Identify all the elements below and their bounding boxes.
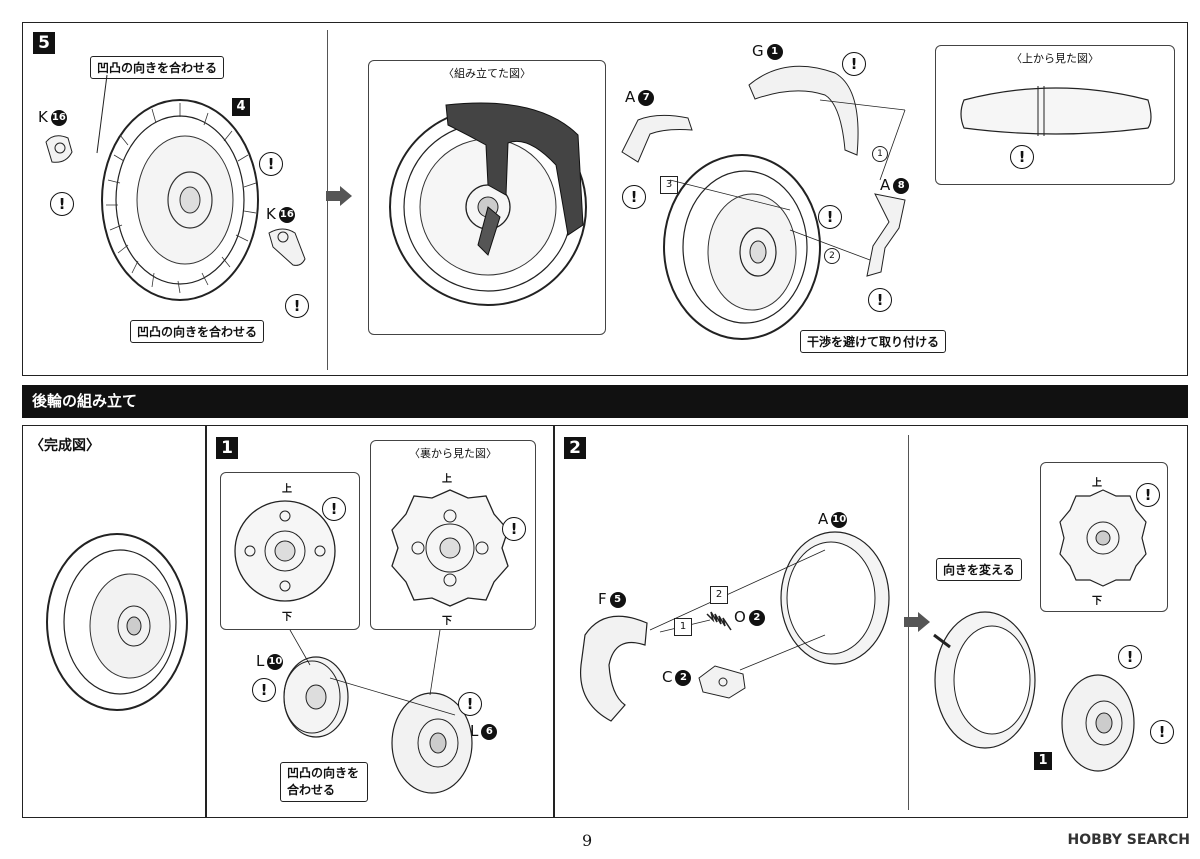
drum-hub-illustration bbox=[1061, 674, 1135, 772]
leader-lines bbox=[289, 629, 456, 716]
bottom-label: 下 bbox=[282, 612, 292, 623]
step5-wheel-right-illustration bbox=[663, 154, 821, 340]
top-label: 上 bbox=[442, 474, 452, 485]
bottom-label: 下 bbox=[442, 616, 452, 627]
right-arrow-icon bbox=[904, 612, 930, 632]
part-f5-icon bbox=[579, 615, 648, 722]
complete-title: 〈完成図〉 bbox=[30, 438, 100, 454]
caution-icon: ! bbox=[842, 52, 866, 76]
part-k16-left-icon bbox=[45, 135, 73, 163]
back-view-title: 〈裏から見た図〉 bbox=[409, 447, 497, 460]
caution-icon: ! bbox=[252, 678, 276, 702]
page-number: 9 bbox=[582, 831, 593, 850]
caution-icon: ! bbox=[1150, 720, 1174, 744]
part-o2-spring-icon bbox=[706, 611, 732, 631]
caution-icon: ! bbox=[1136, 483, 1160, 507]
caution-icon: ! bbox=[868, 288, 892, 312]
top-view-fender-illustration bbox=[960, 86, 1152, 136]
part-l6-icon bbox=[391, 692, 473, 794]
top-label: 上 bbox=[1092, 478, 1102, 489]
order-badge-1: 1 bbox=[872, 146, 888, 162]
part-k16-right-icon bbox=[268, 228, 306, 266]
caution-icon: ! bbox=[502, 517, 526, 541]
bottom-label: 下 bbox=[1092, 596, 1102, 607]
step2-number: 2 bbox=[564, 437, 586, 459]
step1-number: 1 bbox=[216, 437, 238, 459]
leader-line bbox=[96, 74, 108, 154]
step5-callout-right: 干渉を避けて取り付ける bbox=[800, 330, 947, 353]
step5-wheel-illustration bbox=[101, 99, 259, 301]
part-g1-fender-icon bbox=[748, 65, 859, 156]
step2-callout: 向きを変える bbox=[936, 558, 1022, 581]
watermark-logo: HOBBY SEARCH bbox=[1067, 832, 1190, 848]
right-arrow-icon bbox=[326, 186, 352, 206]
assembled-wheel-illustration bbox=[389, 102, 587, 306]
step1-callout: 凹凸の向きを合わせる bbox=[280, 762, 368, 802]
caution-icon: ! bbox=[1118, 645, 1142, 669]
brake-ring-illustration bbox=[933, 611, 1036, 749]
top-label: 上 bbox=[282, 484, 292, 495]
gear-hub-illustration bbox=[1059, 489, 1147, 587]
caution-icon: ! bbox=[818, 205, 842, 229]
step5-callout-top: 凹凸の向きを合わせる bbox=[90, 56, 225, 79]
caution-icon: ! bbox=[458, 692, 482, 716]
part-l10-icon bbox=[283, 656, 349, 738]
caution-icon: ! bbox=[622, 185, 646, 209]
rear-wheel-banner: 後輪の組み立て bbox=[22, 385, 1188, 418]
caution-icon: ! bbox=[285, 294, 309, 318]
caution-icon: ! bbox=[1010, 145, 1034, 169]
step5-subnumber: 4 bbox=[232, 98, 250, 116]
step5-callout-bottom: 凹凸の向きを合わせる bbox=[130, 320, 265, 343]
order-badge-1: 1 bbox=[674, 618, 692, 636]
leader-lines bbox=[649, 549, 826, 671]
leader-lines bbox=[669, 99, 906, 261]
part-c2-icon bbox=[698, 665, 746, 699]
order-badge-2: 2 bbox=[710, 586, 728, 604]
part-a10-ring-icon bbox=[780, 531, 890, 665]
caution-icon: ! bbox=[259, 152, 283, 176]
complete-wheel-illustration bbox=[46, 533, 188, 711]
step2-ref-number: 1 bbox=[1034, 752, 1052, 770]
assembled-view-title: 〈組み立てた図〉 bbox=[443, 67, 531, 80]
caution-icon: ! bbox=[322, 497, 346, 521]
step5-number: 5 bbox=[33, 32, 55, 54]
top-view-title: 〈上から見た図〉 bbox=[1011, 52, 1099, 65]
caution-icon: ! bbox=[50, 192, 74, 216]
part-a7-icon bbox=[621, 114, 693, 163]
hub-back-illustration bbox=[391, 489, 509, 607]
order-badge-2: 2 bbox=[824, 248, 840, 264]
part-a8-icon bbox=[866, 193, 906, 277]
hub-front-illustration bbox=[234, 500, 336, 602]
